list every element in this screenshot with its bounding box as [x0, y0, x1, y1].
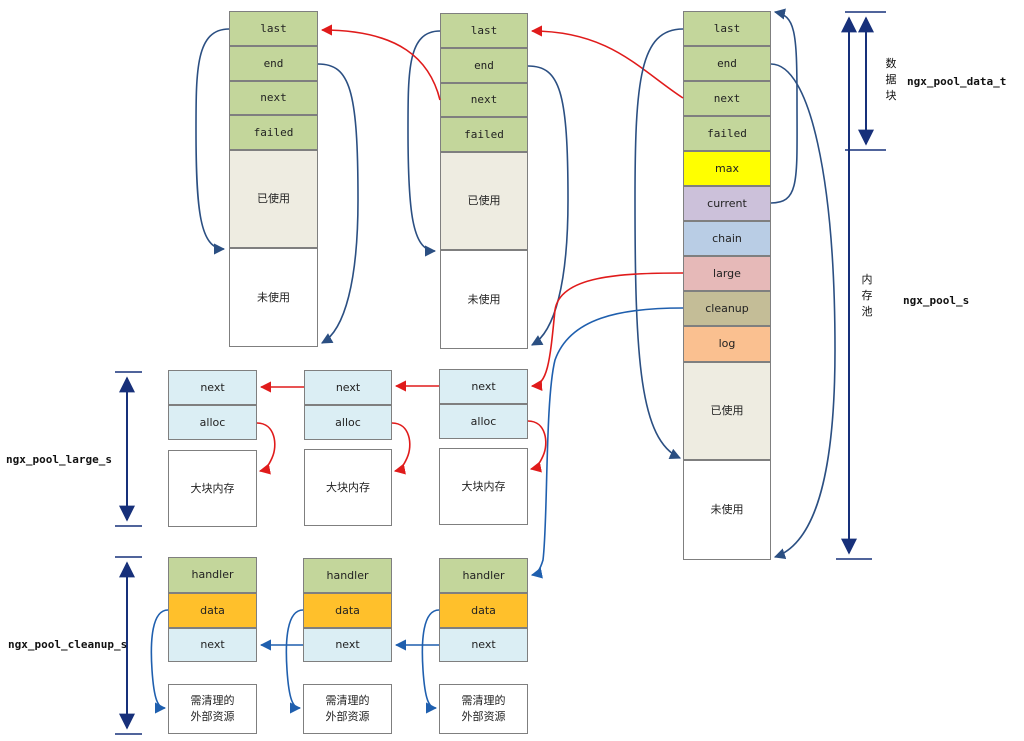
ngx-pool-s-label: ngx_pool_s [903, 294, 970, 307]
pool-used-area: 已使用 [683, 362, 771, 460]
pool-field-max: max [683, 151, 771, 186]
pool-field-large: large [683, 256, 771, 291]
block1-failed-field: failed [229, 115, 318, 150]
cleanup2-handler-field: handler [303, 558, 392, 593]
cleanup3-resource-line2: 外部资源 [461, 710, 506, 723]
pool-char-3: 池 [861, 305, 873, 318]
large3-alloc-field: alloc [439, 404, 528, 439]
block2-failed-field: failed [440, 117, 528, 152]
large1-memory-block: 大块内存 [168, 450, 257, 527]
large3-alloc-arrow [527, 420, 547, 473]
block1-last-field: last [229, 11, 318, 46]
block1-used-area: 已使用 [229, 150, 318, 248]
large1-alloc-arrow [256, 422, 276, 475]
block2-last-pointer [407, 30, 441, 257]
pool-last-pointer [634, 28, 684, 459]
pool-large-pointer [530, 272, 684, 391]
pool-field-failed: failed [683, 116, 771, 151]
data-block-char-2: 据 [885, 73, 897, 86]
block2-end-field: end [440, 48, 528, 83]
data-block-char-1: 数 [885, 57, 897, 70]
cleanup1-resource-block: 需清理的 外部资源 [168, 684, 257, 734]
block2-unused-area: 未使用 [440, 250, 528, 349]
large3-memory-block: 大块内存 [439, 448, 528, 525]
cleanup3-resource-block: 需清理的 外部资源 [439, 684, 528, 734]
pool-char-2: 存 [861, 289, 873, 302]
pool-next-to-block2 [530, 25, 684, 99]
cleanup2-resource-line2: 外部资源 [325, 710, 370, 723]
pool-dimension [836, 16, 872, 560]
cleanup2-resource-line1: 需清理的 [325, 694, 370, 707]
cleanup1-resource-line2: 外部资源 [190, 710, 235, 723]
cleanup1-next-field: next [168, 628, 257, 662]
cleanup3-resource-line1: 需清理的 [461, 694, 506, 707]
pool-field-next: next [683, 81, 771, 116]
cleanup1-handler-field: handler [168, 557, 257, 593]
cleanup3-data-arrow [421, 609, 440, 714]
block2-end-pointer [527, 65, 569, 346]
pool-field-last: last [683, 11, 771, 46]
ngx-pool-cleanup-s-label: ngx_pool_cleanup_s [8, 638, 128, 651]
large1-next-field: next [168, 370, 257, 405]
ngx-pool-large-s-label: ngx_pool_large_s [6, 453, 112, 466]
data-block-dimension [845, 11, 886, 151]
cleanup3-handler-field: handler [439, 558, 528, 593]
large3-next-field: next [439, 369, 528, 404]
cleanup-dimension [115, 556, 142, 735]
large2-next-field: next [304, 370, 392, 405]
pool-unused-area: 未使用 [683, 460, 771, 560]
large2-memory-block: 大块内存 [304, 449, 392, 526]
cleanup1-data-arrow [150, 609, 169, 714]
large-dimension [115, 371, 142, 527]
block1-unused-area: 未使用 [229, 248, 318, 347]
pool-field-end: end [683, 46, 771, 81]
cleanup2-resource-block: 需清理的 外部资源 [303, 684, 392, 734]
pool-field-log: log [683, 326, 771, 362]
large2-alloc-field: alloc [304, 405, 392, 440]
pool-end-pointer [770, 63, 836, 560]
block1-end-pointer [317, 63, 359, 344]
pool-field-cleanup: cleanup [683, 291, 771, 326]
pool-char-1: 内 [861, 273, 873, 286]
data-block-vertical-label: 数 据 块 [884, 56, 898, 104]
pool-current-pointer [770, 8, 798, 204]
block1-last-pointer [195, 28, 230, 255]
pool-field-current: current [683, 186, 771, 221]
cleanup1-resource-line1: 需清理的 [190, 694, 235, 707]
cleanup3-data-field: data [439, 593, 528, 628]
cleanup2-data-arrow [285, 609, 304, 714]
pool-cleanup-pointer [530, 307, 684, 579]
large2-alloc-arrow [391, 422, 411, 475]
block2-last-field: last [440, 13, 528, 48]
block2-used-area: 已使用 [440, 152, 528, 250]
block2-next-field: next [440, 83, 528, 117]
data-block-char-3: 块 [885, 89, 897, 102]
cleanup2-next-field: next [303, 628, 392, 662]
cleanup1-data-field: data [168, 593, 257, 628]
block1-next-field: next [229, 81, 318, 115]
large1-alloc-field: alloc [168, 405, 257, 440]
block2-next-to-block1 [320, 24, 441, 101]
cleanup3-next-field: next [439, 628, 528, 662]
cleanup2-data-field: data [303, 593, 392, 628]
ngx-pool-data-t-label: ngx_pool_data_t [907, 75, 1007, 88]
block1-end-field: end [229, 46, 318, 81]
pool-field-chain: chain [683, 221, 771, 256]
pool-vertical-label: 内 存 池 [860, 272, 874, 320]
